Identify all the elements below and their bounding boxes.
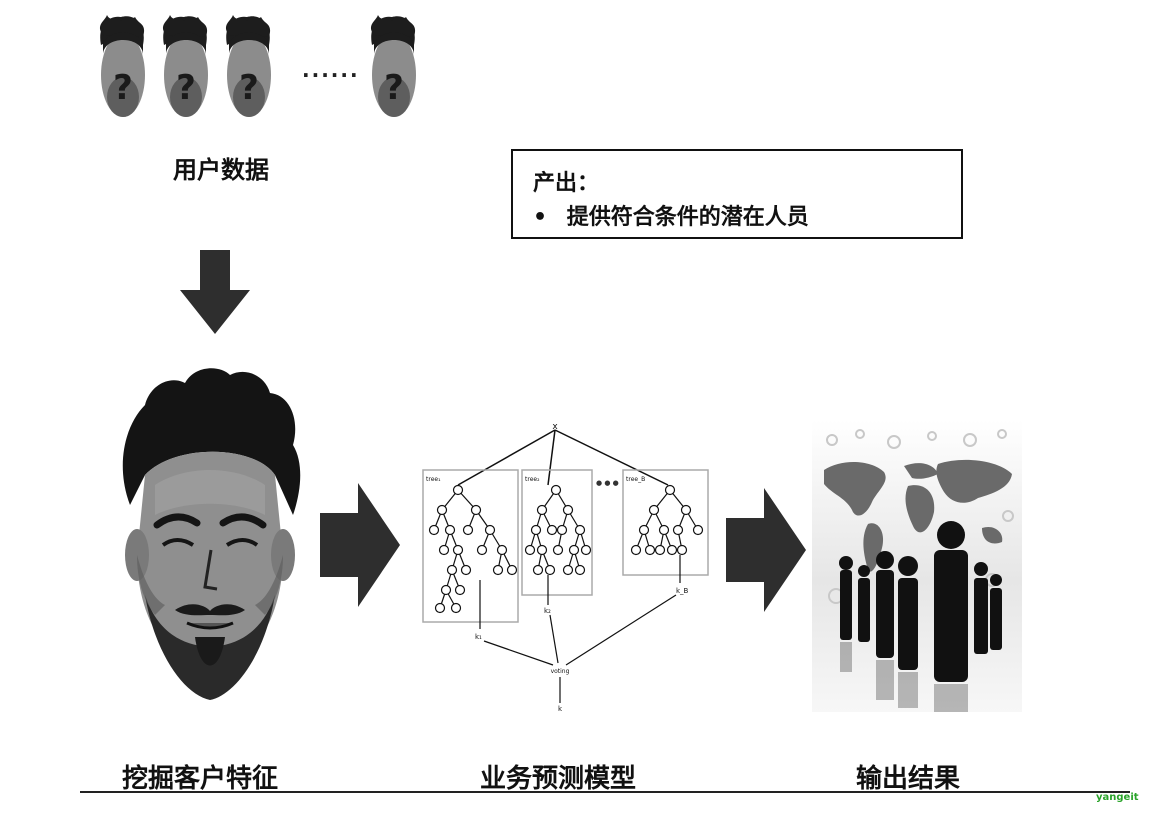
random-forest-diagram-icon: x tree₁ tree₂ tree_B ● ● ● bbox=[422, 422, 709, 713]
stage-label-model: 业务预测模型 bbox=[480, 764, 637, 794]
question-head-icon bbox=[99, 15, 145, 117]
question-head-icon bbox=[370, 15, 416, 117]
right-arrow-icon bbox=[726, 488, 806, 612]
tree-output: k₂ bbox=[544, 607, 551, 615]
user-data-label: 用户数据 bbox=[173, 156, 269, 184]
user-heads-row: ? bbox=[99, 15, 416, 117]
right-arrow-icon bbox=[320, 483, 400, 607]
question-head-icon bbox=[225, 15, 271, 117]
ellipsis-dots: ...... bbox=[302, 58, 360, 82]
output-title: 产出： bbox=[533, 171, 600, 196]
tree-label: tree_B bbox=[626, 476, 645, 483]
question-head-icon bbox=[162, 15, 208, 117]
forest-final-output: k bbox=[558, 705, 563, 713]
tree-output: k_B bbox=[676, 587, 689, 595]
stage-label-output: 输出结果 bbox=[856, 764, 961, 794]
down-arrow-icon bbox=[180, 250, 250, 334]
forest-combiner: voting bbox=[551, 668, 570, 675]
tree-label: tree₁ bbox=[426, 476, 441, 483]
bullet-glyph: • bbox=[533, 205, 548, 230]
tree-label: tree₂ bbox=[525, 476, 540, 483]
output-box: 产出： • 提供符合条件的潜在人员 bbox=[511, 149, 963, 239]
business-people-world-map-icon bbox=[812, 420, 1022, 712]
stage-label-mining: 挖掘客户特征 bbox=[122, 764, 279, 794]
bottom-divider bbox=[80, 791, 1130, 793]
watermark: yangeit bbox=[1096, 792, 1139, 803]
output-bullet-item: • 提供符合条件的潜在人员 bbox=[533, 199, 809, 231]
forest-gap-dots: ● ● ● bbox=[596, 479, 619, 487]
bullet-text: 提供符合条件的潜在人员 bbox=[566, 205, 809, 230]
forest-input: x bbox=[552, 422, 558, 432]
tree-output: k₁ bbox=[475, 633, 482, 641]
bearded-man-face-icon bbox=[122, 368, 301, 700]
